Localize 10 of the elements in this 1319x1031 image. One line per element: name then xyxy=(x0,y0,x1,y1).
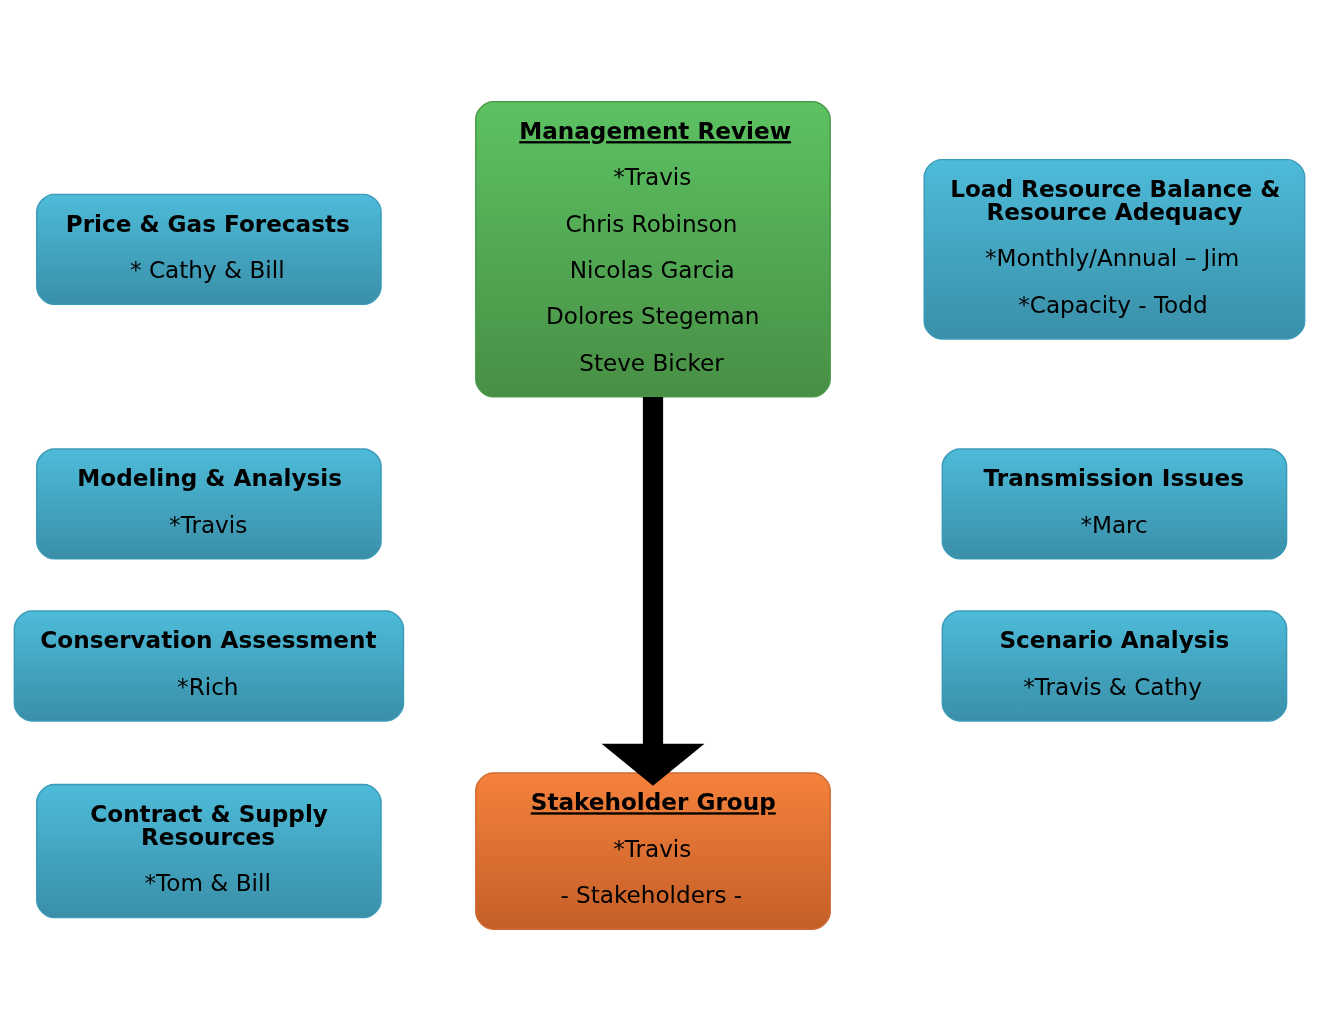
node-box: Load Resource Balance & Resource Adequacy *Monthly/Annual – Jim *Capacity - Todd xyxy=(923,158,1306,340)
node-box: Transmission Issues *Marc xyxy=(941,448,1288,560)
arrow xyxy=(601,396,705,786)
node-box: Conservation Assessment *Rich xyxy=(13,610,405,722)
node-box: Stakeholder Group *Travis - Stakeholders - xyxy=(475,772,831,930)
node-box: Modeling & Analysis *Travis xyxy=(36,448,382,560)
node-box: Price & Gas Forecasts * Cathy & Bill xyxy=(36,193,382,306)
node-box: Management Review *Travis Chris Robinson Nicolas Garcia Dolores Stegeman Steve Bicker xyxy=(475,101,831,398)
node-box: Contract & Supply Resources *Tom & Bill xyxy=(36,783,382,919)
node-box: Scenario Analysis *Travis & Cathy xyxy=(941,610,1288,722)
